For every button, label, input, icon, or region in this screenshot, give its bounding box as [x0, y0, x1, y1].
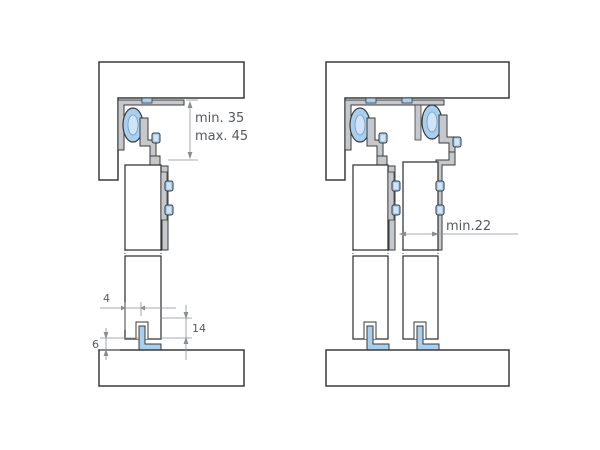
door1-panel-upper: [352, 164, 389, 251]
roller-carriage-icon: [122, 107, 161, 159]
hanger-bracket-right-2: [435, 151, 456, 251]
bolt-icon: [391, 180, 401, 192]
dimension-gap: [398, 231, 518, 237]
door-panel-upper-left: [124, 164, 162, 251]
dimension-height-left: [168, 99, 198, 161]
roller-carriage-icon: [349, 107, 388, 159]
bolt-icon: [164, 180, 174, 192]
ceiling-frame-left: [98, 61, 245, 181]
bolt-icon: [435, 204, 445, 216]
bolt-icon: [391, 204, 401, 216]
double-door-assembly: min.22: [325, 61, 518, 387]
track-clip-right-2: [401, 97, 413, 104]
ceiling-frame-right: [325, 61, 510, 181]
top-track-left: [117, 99, 185, 151]
max-height-label: max. 45: [195, 129, 248, 144]
dimension-14: [160, 305, 192, 360]
min-gap-label: min.22: [446, 219, 491, 234]
bolt-icon: [164, 204, 174, 216]
dimension-6: [100, 328, 138, 360]
floor-slab-left: [98, 349, 245, 387]
dimension-6-label: 6: [92, 338, 99, 351]
mounting-plate-door1: [387, 171, 395, 221]
roller-carriage-icon: [421, 104, 462, 156]
track-divider-right: [414, 104, 422, 141]
min-height-label: min. 35: [195, 111, 244, 126]
dimension-4-label: 4: [103, 292, 110, 305]
door2-panel-upper: [402, 161, 439, 251]
track-clip-right-1: [365, 97, 377, 104]
track-clip-left: [141, 97, 153, 104]
floor-slab-right: [325, 349, 510, 387]
dimension-14-label: 14: [192, 322, 206, 335]
bolt-icon: [435, 180, 445, 192]
mounting-plate-left: [160, 171, 168, 221]
single-door-assembly: min. 35 max. 45 4 14 6: [92, 61, 248, 387]
dimension-4: [100, 302, 176, 330]
